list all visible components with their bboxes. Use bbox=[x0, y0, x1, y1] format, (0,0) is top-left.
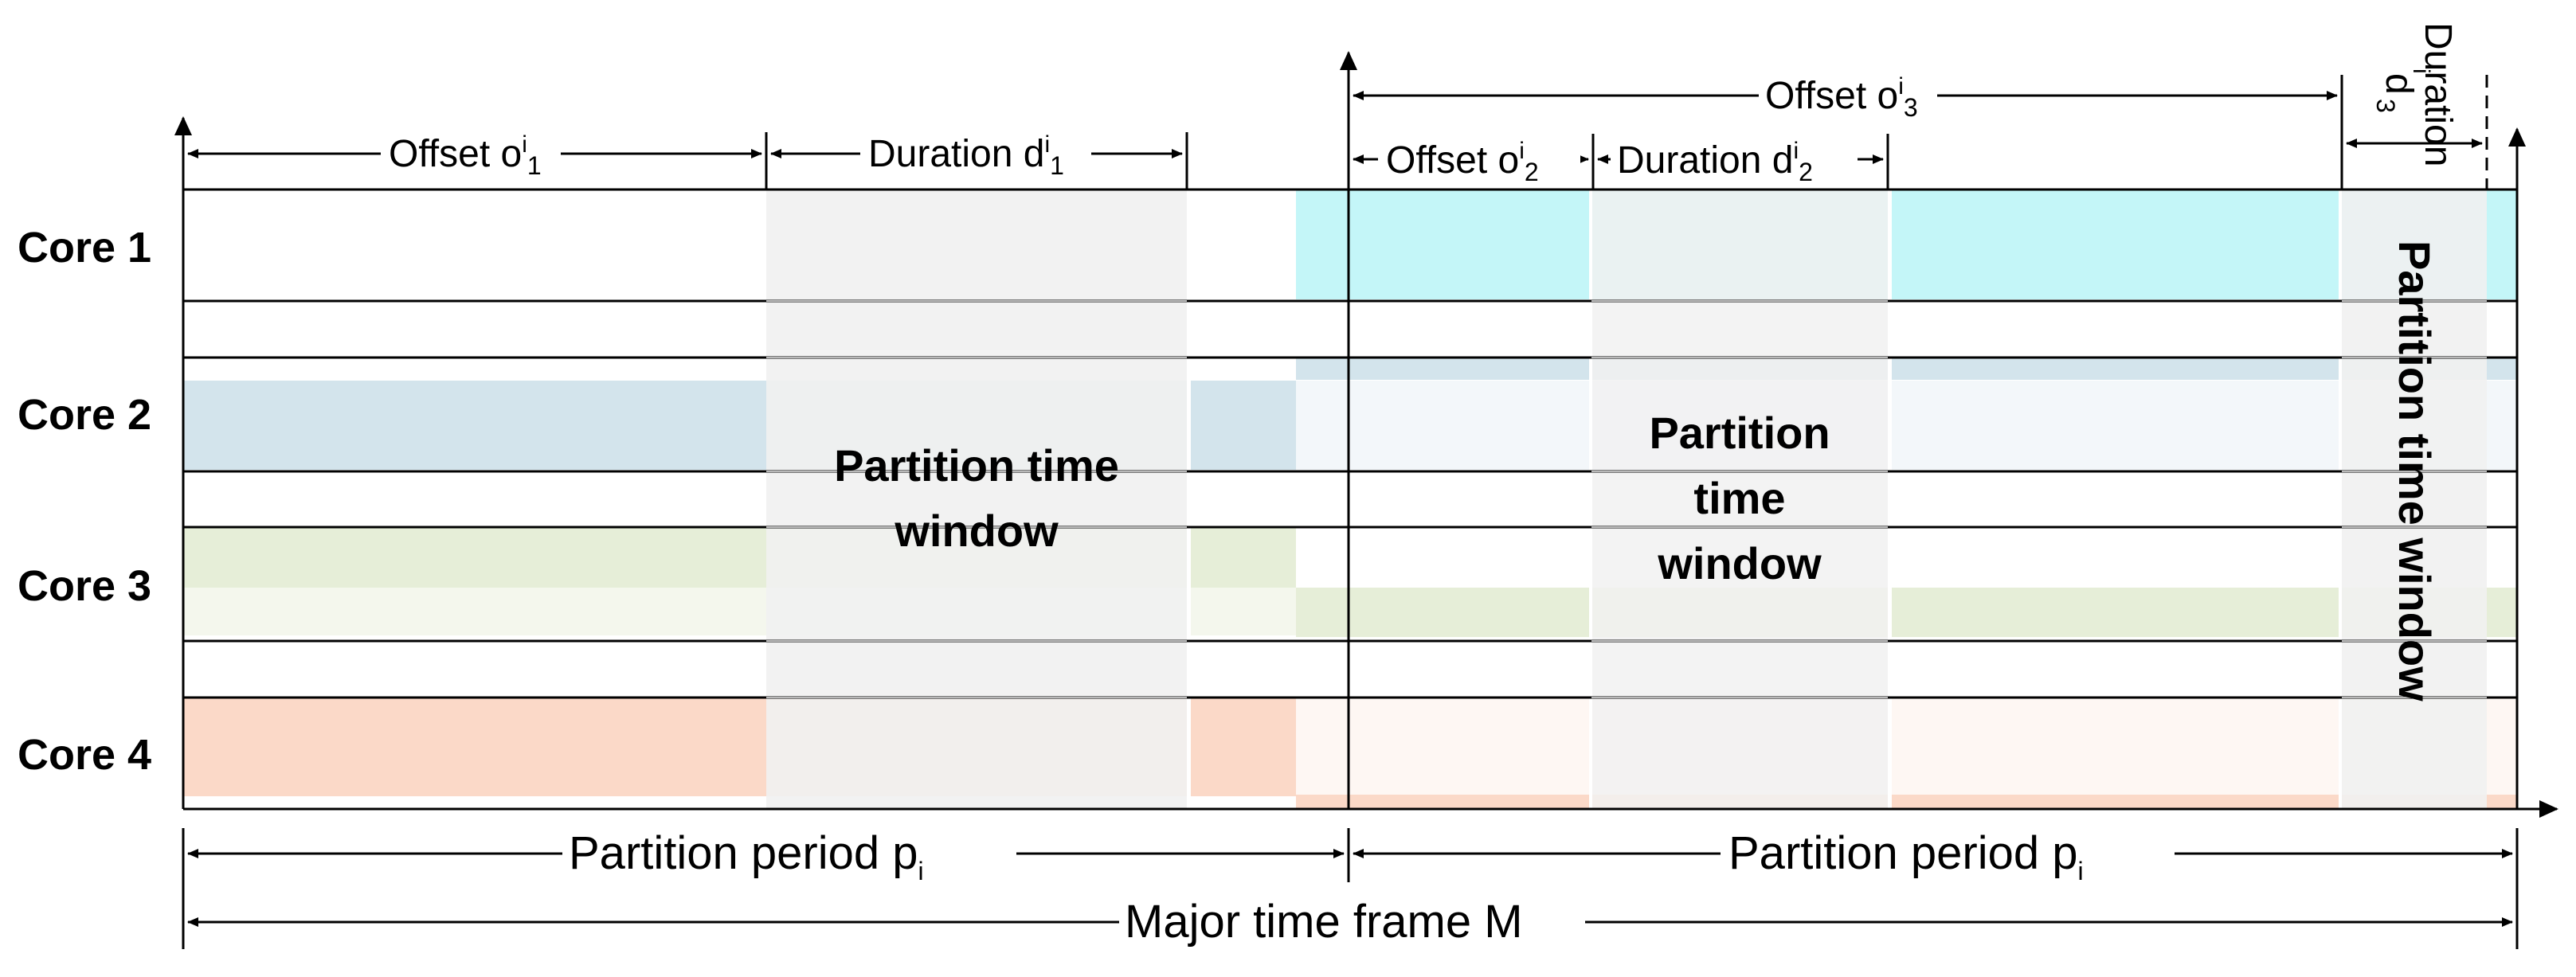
window-gaps bbox=[1187, 190, 2342, 809]
svg-text:Duration: Duration bbox=[2417, 22, 2459, 166]
core2-band-right-faded bbox=[1296, 381, 2517, 470]
partition-window-1 bbox=[766, 190, 1187, 809]
partition-period-label-2: Partition period pi bbox=[1728, 827, 2084, 885]
core-bands bbox=[183, 190, 2517, 809]
core-2-label: Core 2 bbox=[18, 391, 151, 439]
window-2-label-line2: time bbox=[1693, 473, 1785, 523]
core-4-label: Core 4 bbox=[18, 731, 151, 779]
core4-band-right-faded bbox=[1296, 698, 2517, 796]
window-1-label-line1: Partition time bbox=[834, 440, 1119, 490]
dimension-ticks bbox=[182, 75, 2519, 949]
core4-strip-right bbox=[1296, 795, 2517, 809]
partition-period-label-1: Partition period pi bbox=[569, 827, 924, 885]
offset-3-label: Offset oi3 bbox=[1765, 73, 1918, 122]
window-2-label-line1: Partition bbox=[1649, 408, 1830, 458]
partition-window-3 bbox=[2342, 190, 2487, 809]
time-axes bbox=[174, 51, 2558, 818]
window-2-label-line3: window bbox=[1657, 538, 1822, 588]
partition-windows bbox=[766, 190, 2487, 809]
core1-band-right bbox=[1296, 190, 2517, 299]
svg-text:d: d bbox=[2378, 73, 2420, 95]
partition-window-2 bbox=[1591, 190, 1888, 809]
offset-1-label: Offset oi1 bbox=[389, 131, 542, 180]
duration-3-label: Duration d i 3 bbox=[2371, 22, 2459, 166]
core2-strip-right bbox=[1296, 358, 2517, 380]
svg-text:i: i bbox=[2408, 68, 2434, 74]
offset-2-label: Offset oi2 bbox=[1386, 138, 1539, 186]
svg-text:3: 3 bbox=[2371, 99, 2400, 113]
major-time-frame-label: Major time frame M bbox=[1125, 896, 1523, 948]
label-backgrounds bbox=[381, 70, 2175, 949]
window-row-lines bbox=[766, 300, 2487, 698]
duration-2-label: Duration di2 bbox=[1617, 138, 1813, 186]
window-3-label: Partition time window bbox=[2390, 240, 2440, 701]
core-3-label: Core 3 bbox=[18, 562, 151, 610]
core-1-label: Core 1 bbox=[18, 224, 151, 272]
core-row-lines bbox=[183, 188, 2517, 699]
duration-1-label: Duration di1 bbox=[868, 131, 1064, 180]
core3-band-right bbox=[1296, 588, 2517, 637]
window-1-label-line2: window bbox=[894, 506, 1059, 556]
